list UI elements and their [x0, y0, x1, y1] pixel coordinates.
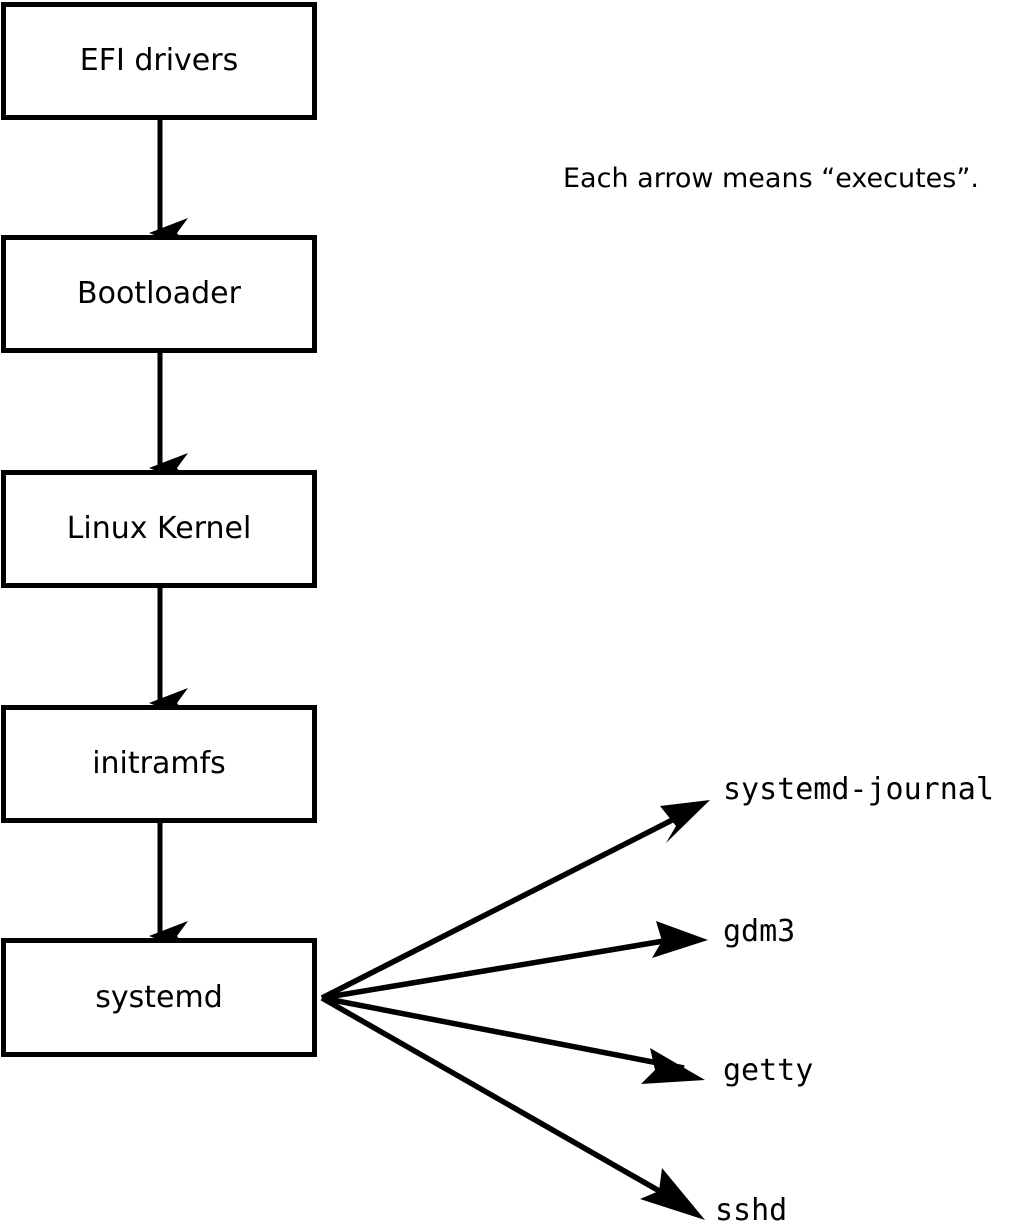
stage-box-systemd[interactable]: systemd: [1, 938, 317, 1057]
leaf-label-systemd-journal[interactable]: systemd-journal: [723, 772, 994, 807]
stage-label-bootloader: Bootloader: [77, 276, 241, 311]
stage-label-linux-kernel: Linux Kernel: [66, 511, 252, 546]
arrow-systemd-to-sshd: [320, 995, 705, 1220]
stage-label-systemd: systemd: [95, 979, 223, 1015]
arrow-systemd-to-systemd-journal: [320, 800, 710, 1001]
arrow-systemd-to-gdm3: [321, 921, 708, 1001]
stage-box-bootloader[interactable]: Bootloader: [1, 235, 317, 353]
stage-label-efi-drivers: EFI drivers: [79, 43, 239, 78]
leaf-label-gdm3[interactable]: gdm3: [723, 914, 796, 949]
leaf-label-sshd[interactable]: sshd: [715, 1193, 788, 1228]
stage-box-efi-drivers[interactable]: EFI drivers: [1, 2, 317, 120]
arrow-systemd-to-getty: [321, 995, 705, 1084]
fanout-arrow-group: [320, 800, 710, 1220]
stage-label-initramfs: initramfs: [92, 746, 226, 781]
arrow-meaning-annotation: Each arrow means “executes”.: [563, 163, 979, 194]
stage-box-linux-kernel[interactable]: Linux Kernel: [1, 470, 317, 588]
leaf-label-getty[interactable]: getty: [723, 1053, 814, 1088]
stage-box-initramfs[interactable]: initramfs: [1, 705, 317, 823]
